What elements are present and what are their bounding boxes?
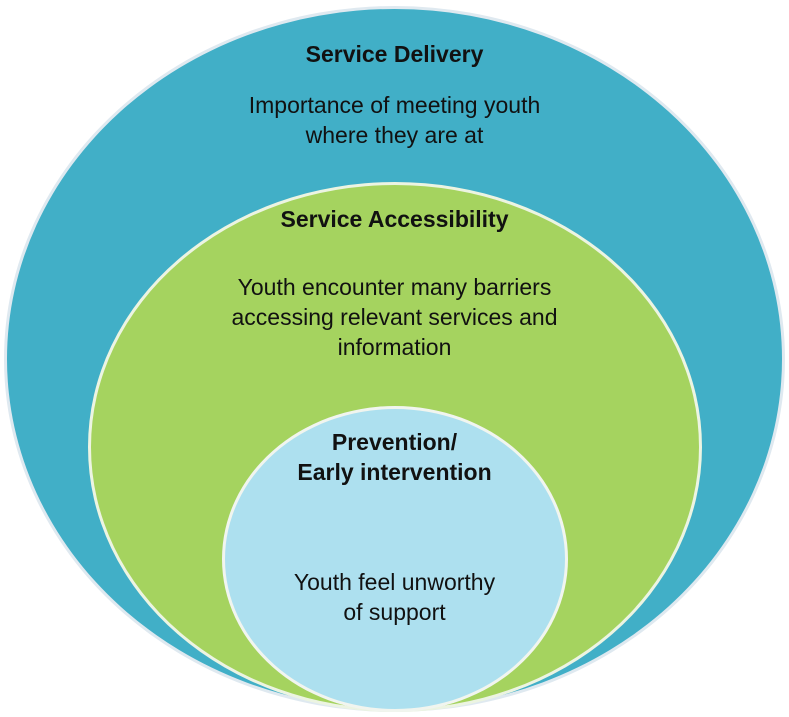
prevention-title: Prevention/ Early intervention — [0, 427, 789, 487]
prevention-title-line-1: Prevention/ — [331, 429, 458, 455]
service-delivery-text-line-1: Importance of meeting youth — [248, 92, 541, 118]
prevention-ring — [222, 406, 568, 712]
prevention-title-line-2: Early intervention — [297, 459, 492, 485]
service-accessibility-title: Service Accessibility — [280, 206, 509, 232]
prevention-text-line-2: of support — [343, 599, 446, 625]
service-accessibility-text-line-1: Youth encounter many barriers — [237, 274, 552, 300]
prevention-text: Youth feel unworthy of support — [0, 567, 789, 627]
service-accessibility-text: Youth encounter many barriers accessing … — [0, 272, 789, 362]
service-delivery-text-line-2: where they are at — [305, 122, 484, 148]
service-accessibility-text-line-2: accessing relevant services and — [231, 304, 558, 330]
service-delivery-text: Importance of meeting youth where they a… — [0, 90, 789, 150]
service-accessibility-text-line-3: information — [337, 334, 452, 360]
service-delivery-title: Service Delivery — [305, 41, 484, 67]
prevention-text-line-1: Youth feel unworthy — [293, 569, 496, 595]
